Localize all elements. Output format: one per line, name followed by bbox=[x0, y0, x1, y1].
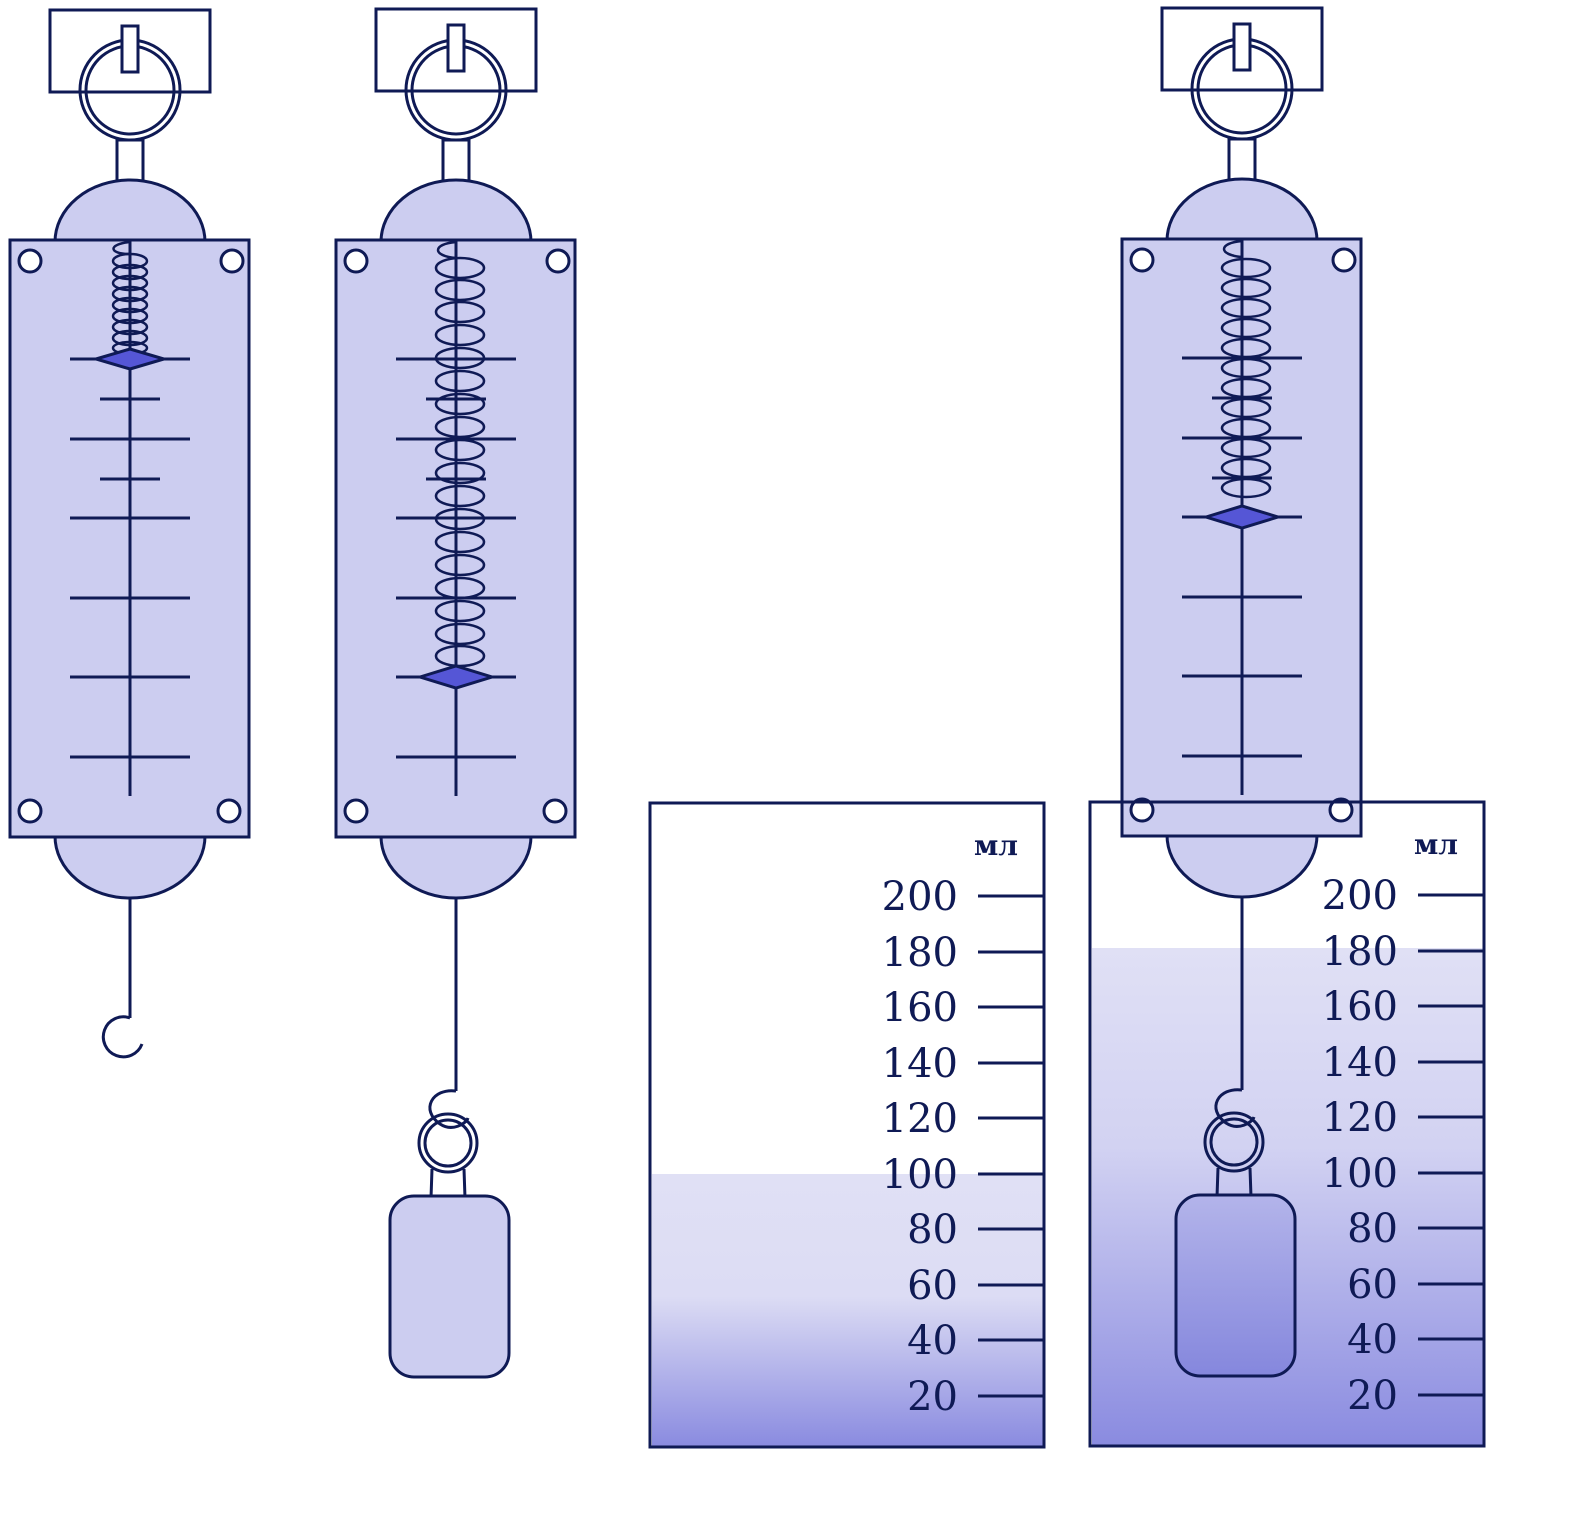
dynamometer-scale bbox=[70, 240, 190, 796]
scale-label: 80 bbox=[1347, 1206, 1398, 1252]
spring-icon bbox=[1220, 239, 1272, 499]
beaker-icon bbox=[648, 801, 1046, 1449]
bottom-cap bbox=[379, 834, 533, 900]
scale-label: 20 bbox=[1347, 1373, 1398, 1419]
scale-label: 60 bbox=[1347, 1262, 1398, 1308]
scale-label: 100 bbox=[882, 1152, 958, 1198]
clip-tab bbox=[446, 23, 466, 73]
unit-label: мл bbox=[1414, 828, 1458, 861]
scale-label: 160 bbox=[882, 985, 958, 1031]
bottom-cap bbox=[53, 834, 207, 900]
scale-label: 140 bbox=[882, 1041, 958, 1087]
dynamometer-with-weight bbox=[334, 7, 577, 1379]
scale-label: 200 bbox=[1322, 873, 1398, 919]
water-fill bbox=[652, 1174, 1043, 1446]
clip-tab bbox=[1232, 22, 1252, 72]
beaker-icon bbox=[1088, 800, 1486, 1448]
beaker-with-weight-scale: мл 200 180 160 140 120 100 80 60 40 20 bbox=[1088, 800, 1486, 1448]
scale-label: 120 bbox=[882, 1096, 958, 1142]
hook-icon bbox=[101, 1015, 144, 1059]
dynamometer-weight-submerged bbox=[1120, 6, 1363, 1378]
screw bbox=[17, 248, 43, 274]
top-cap bbox=[379, 178, 533, 244]
weight-icon bbox=[388, 1112, 511, 1379]
scale-label: 40 bbox=[907, 1318, 958, 1364]
screw bbox=[1129, 247, 1155, 273]
screw bbox=[1331, 247, 1357, 273]
beaker-scale: 200 180 160 140 120 100 80 60 40 20 bbox=[882, 874, 1044, 1420]
spring-icon bbox=[111, 240, 149, 356]
screw bbox=[542, 798, 568, 824]
scale-label: 20 bbox=[907, 1374, 958, 1420]
screw bbox=[216, 798, 242, 824]
dynamometer-empty bbox=[8, 8, 251, 1059]
scale-label: 80 bbox=[907, 1207, 958, 1253]
pointer-icon bbox=[414, 664, 498, 690]
scale-label: 100 bbox=[1322, 1151, 1398, 1197]
pointer-icon bbox=[90, 347, 170, 371]
scale-label: 180 bbox=[882, 930, 958, 976]
top-cap bbox=[1165, 177, 1319, 243]
clip-tab bbox=[120, 24, 140, 74]
beaker-without-weight: мл 200 180 160 140 120 100 80 60 40 20 bbox=[648, 801, 1046, 1449]
screw bbox=[1328, 797, 1354, 823]
scale-label: 160 bbox=[1322, 984, 1398, 1030]
screw bbox=[219, 248, 245, 274]
scale-label: 200 bbox=[882, 874, 958, 920]
screw bbox=[545, 248, 571, 274]
screw bbox=[17, 798, 43, 824]
neck bbox=[115, 138, 145, 184]
pointer-icon bbox=[1200, 504, 1284, 530]
weight-icon bbox=[1174, 1111, 1297, 1378]
scale-label: 120 bbox=[1322, 1095, 1398, 1141]
top-cap bbox=[53, 178, 207, 244]
screw bbox=[1129, 797, 1155, 823]
spring-icon bbox=[434, 240, 486, 668]
unit-label: мл bbox=[974, 829, 1018, 862]
screw bbox=[343, 798, 369, 824]
neck bbox=[1227, 137, 1257, 183]
scale-label: 60 bbox=[907, 1263, 958, 1309]
scale-label: 40 bbox=[1347, 1317, 1398, 1363]
scale-label: 180 bbox=[1322, 929, 1398, 975]
scale-label: 140 bbox=[1322, 1040, 1398, 1086]
screw bbox=[343, 248, 369, 274]
bottom-cap bbox=[1165, 833, 1319, 899]
neck bbox=[441, 138, 471, 184]
